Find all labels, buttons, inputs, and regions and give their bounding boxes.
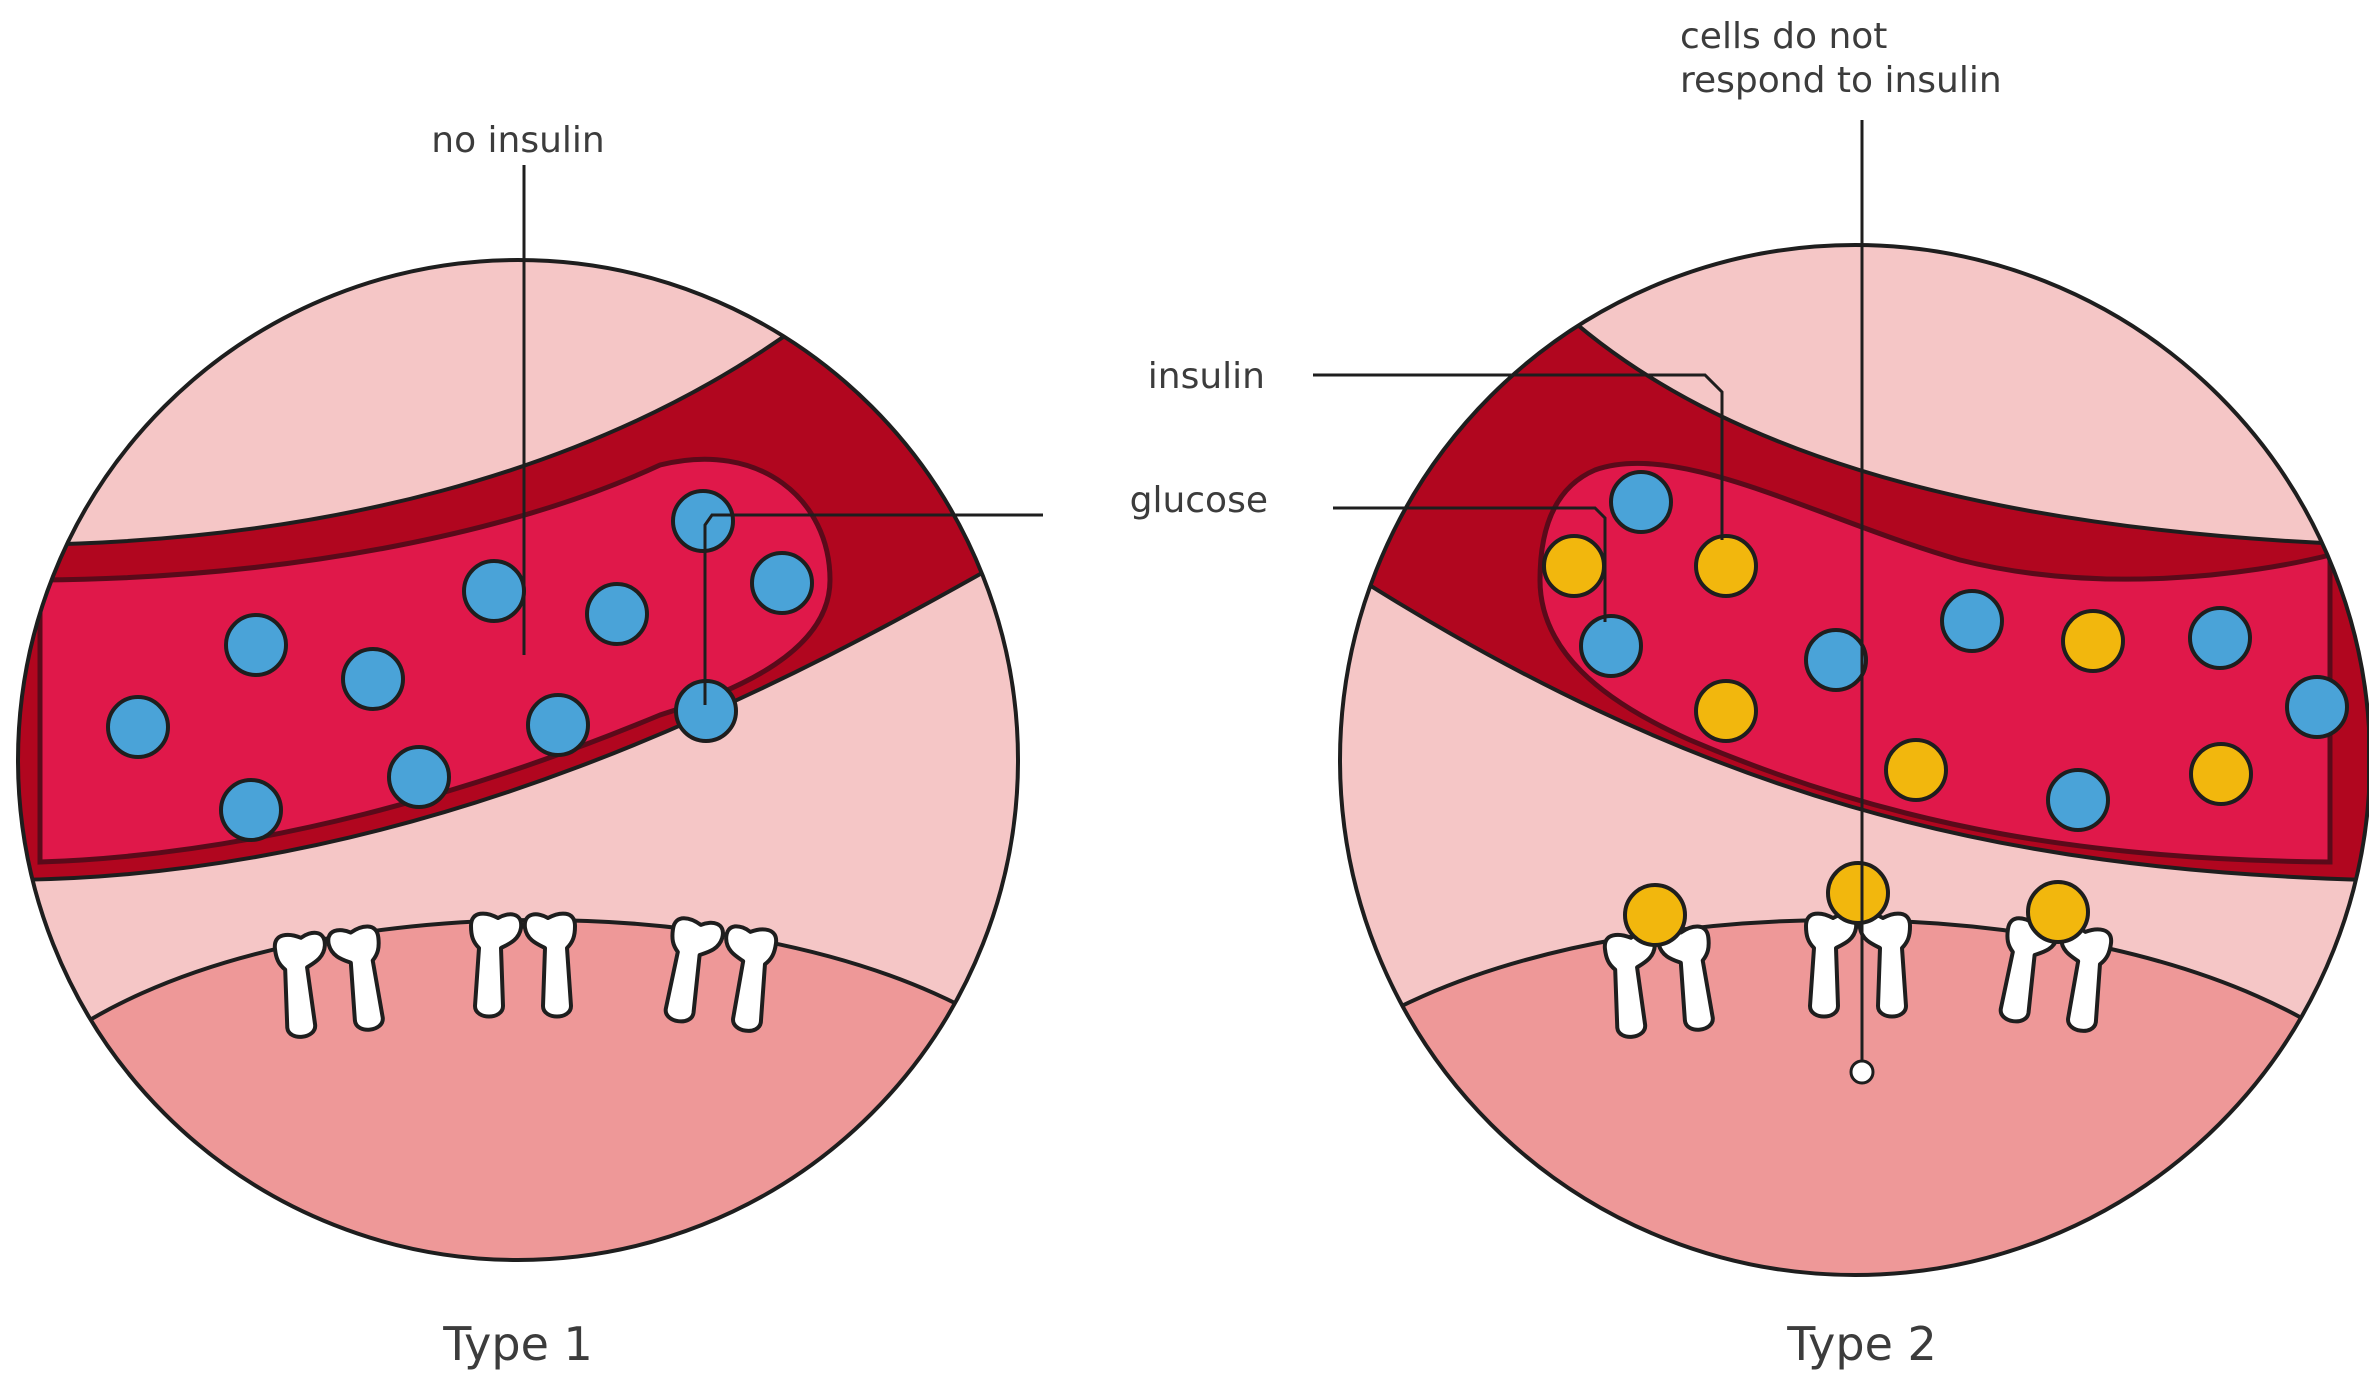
glucose-molecule [1804,628,1868,692]
glucose-molecule [106,695,170,759]
insulin-molecule [1884,738,1948,802]
glucose-molecule [1579,614,1643,678]
cells-label-line1: cells do not [1680,16,1887,57]
glucose-molecule [750,551,814,615]
outer-circle [16,258,1020,1262]
type2-caption: Type 2 [1786,1317,1937,1371]
insulin-molecule [1694,534,1758,598]
outer-circle [1338,243,2369,1277]
glucose-group [106,489,814,842]
insulin-molecule [2061,609,2125,673]
glucose-molecule [387,745,451,809]
glucose-molecule [2188,606,2252,670]
type1-caption: Type 1 [442,1317,593,1371]
insulin-molecule [1542,534,1606,598]
receptor-group [1601,861,2115,1041]
glucose-molecule [1940,589,2004,653]
glucose-molecule [1609,470,1673,534]
glucose-label: glucose [1130,480,1268,521]
glucose-group [1579,470,2349,832]
insulin-molecule [1694,679,1758,743]
glucose-molecule [671,489,735,553]
glucose-molecule [224,613,288,677]
type1-panel: no insulin [16,120,1043,1262]
insulin-molecule [2189,742,2253,806]
no-insulin-label: no insulin [431,120,605,161]
blood-vessel-lumen [37,456,833,865]
glucose-leader-type2 [1333,506,1607,622]
glucose-molecule [526,693,590,757]
insulin-group [1542,534,2253,806]
glucose-leader-type1 [703,513,1043,705]
glucose-molecule [462,559,526,623]
glucose-molecule [2046,768,2110,832]
insulin-leader [1313,373,1724,540]
bound-insulin [1623,883,1687,947]
glucose-molecule [2285,675,2349,739]
cells-leader-dot [1849,1059,1875,1085]
insulin-label: insulin [1148,356,1265,397]
bound-insulin [1826,861,1890,925]
cells-label-line2: respond to insulin [1680,60,2002,101]
bound-insulin [2026,880,2090,944]
type2-panel: insulin glucose cells do not respond to … [1130,16,2369,1277]
glucose-molecule [341,647,405,711]
glucose-molecule [219,778,283,842]
glucose-molecule [585,582,649,646]
